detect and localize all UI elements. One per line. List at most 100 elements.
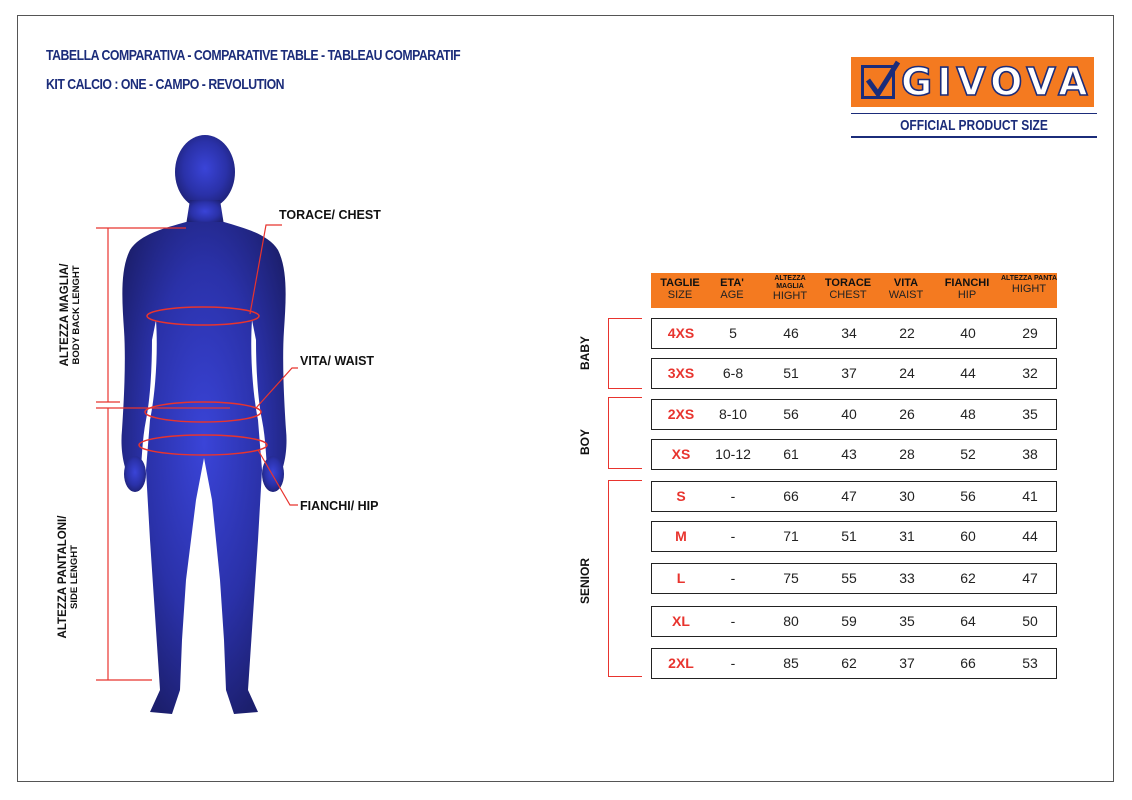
cell-pants: 35 <box>1022 406 1038 422</box>
cell-size: XL <box>672 613 690 629</box>
cell-waist: 22 <box>899 325 915 341</box>
cell-chest: 37 <box>841 365 857 381</box>
cell-size: S <box>676 488 686 504</box>
cell-waist: 37 <box>899 655 915 671</box>
cell-age: - <box>730 570 736 586</box>
cell-waist: 24 <box>899 365 915 381</box>
cell-height: 75 <box>783 570 799 586</box>
cell-chest: 40 <box>841 406 857 422</box>
group-bracket-boy <box>608 397 642 469</box>
cell-pants: 44 <box>1022 528 1038 544</box>
page-frame <box>17 15 1114 782</box>
cell-hip: 60 <box>960 528 976 544</box>
cell-size: M <box>675 528 687 544</box>
cell-height: 71 <box>783 528 799 544</box>
cell-height: 46 <box>783 325 799 341</box>
cell-pants: 29 <box>1022 325 1038 341</box>
cell-height: 66 <box>783 488 799 504</box>
table-row: M - 71 51 31 60 44 <box>651 521 1057 552</box>
cell-size: L <box>676 570 686 586</box>
cell-age: 5 <box>729 325 737 341</box>
cell-hip: 48 <box>960 406 976 422</box>
table-row: L - 75 55 33 62 47 <box>651 563 1057 594</box>
divider <box>851 136 1097 138</box>
cell-chest: 62 <box>841 655 857 671</box>
waist-label: VITA/ WAIST <box>300 354 375 368</box>
cell-chest: 55 <box>841 570 857 586</box>
cell-pants: 41 <box>1022 488 1038 504</box>
table-row: 3XS 6-8 51 37 24 44 32 <box>651 358 1057 389</box>
table-row: XS 10-12 61 43 28 52 38 <box>651 439 1057 470</box>
cell-waist: 28 <box>899 446 915 462</box>
group-bracket-senior <box>608 480 642 677</box>
cell-height: 85 <box>783 655 799 671</box>
logo-text: GIVOVA <box>900 59 1093 105</box>
cell-pants: 32 <box>1022 365 1038 381</box>
cell-hip: 56 <box>960 488 976 504</box>
checkmark-icon <box>861 60 901 99</box>
cell-chest: 47 <box>841 488 857 504</box>
cell-age: 10-12 <box>715 446 751 462</box>
cell-waist: 33 <box>899 570 915 586</box>
table-row: 4XS 5 46 34 22 40 29 <box>651 318 1057 349</box>
cell-size: XS <box>671 446 691 462</box>
cell-size: 3XS <box>667 365 695 381</box>
cell-age: 8-10 <box>718 406 748 422</box>
table-row: S - 66 47 30 56 41 <box>651 481 1057 512</box>
cell-hip: 40 <box>960 325 976 341</box>
chest-label: TORACE/ CHEST <box>279 208 381 222</box>
cell-pants: 38 <box>1022 446 1038 462</box>
body-back-length-label: ALTEZZA MAGLIA/ BODY BACK LENGHT <box>59 263 82 367</box>
cell-pants: 47 <box>1022 570 1038 586</box>
official-product-size: OFFICIAL PRODUCT SIZE <box>900 117 1048 134</box>
cell-age: - <box>730 655 736 671</box>
side-length-label: ALTEZZA PANTALONI/ SIDE LENGHT <box>57 515 80 639</box>
givova-logo: GIVOVA <box>851 57 1094 107</box>
cell-age: - <box>730 488 736 504</box>
cell-age: - <box>730 613 736 629</box>
cell-hip: 62 <box>960 570 976 586</box>
group-bracket-baby <box>608 318 642 389</box>
table-row: 2XS 8-10 56 40 26 48 35 <box>651 399 1057 430</box>
cell-age: - <box>730 528 736 544</box>
cell-size: 2XL <box>668 655 694 671</box>
cell-hip: 66 <box>960 655 976 671</box>
cell-hip: 64 <box>960 613 976 629</box>
group-label-senior: SENIOR <box>578 558 592 605</box>
cell-waist: 31 <box>899 528 915 544</box>
group-label-boy: BOY <box>578 429 592 456</box>
cell-chest: 43 <box>841 446 857 462</box>
page-subtitle: KIT CALCIO : ONE - CAMPO - REVOLUTION <box>46 76 285 93</box>
cell-size: 2XS <box>667 406 695 422</box>
cell-height: 80 <box>783 613 799 629</box>
body-silhouette <box>96 135 298 714</box>
cell-height: 61 <box>783 446 799 462</box>
page-title: TABELLA COMPARATIVA - COMPARATIVE TABLE … <box>46 47 461 64</box>
cell-chest: 34 <box>841 325 857 341</box>
cell-age: 6-8 <box>722 365 744 381</box>
cell-pants: 53 <box>1022 655 1038 671</box>
hip-label: FIANCHI/ HIP <box>300 499 379 513</box>
table-row: 2XL - 85 62 37 66 53 <box>651 648 1057 679</box>
cell-chest: 59 <box>841 613 857 629</box>
cell-chest: 51 <box>841 528 857 544</box>
divider <box>851 113 1097 114</box>
cell-height: 51 <box>783 365 799 381</box>
cell-size: 4XS <box>667 325 695 341</box>
header-age: ETA'AGE <box>720 277 744 301</box>
cell-hip: 44 <box>960 365 976 381</box>
group-label-baby: BABY <box>578 336 592 371</box>
cell-pants: 50 <box>1022 613 1038 629</box>
cell-hip: 52 <box>960 446 976 462</box>
cell-height: 56 <box>783 406 799 422</box>
cell-waist: 30 <box>899 488 915 504</box>
cell-waist: 26 <box>899 406 915 422</box>
